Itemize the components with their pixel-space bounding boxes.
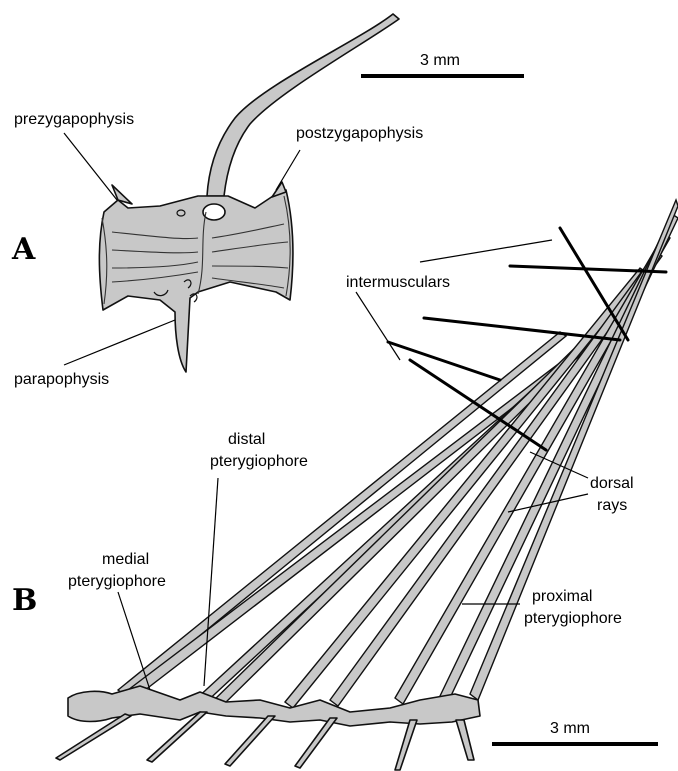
proximal-pterygiophore — [295, 718, 337, 768]
prezygapophysis-process — [112, 185, 132, 204]
leader-postzygapophysis — [276, 150, 300, 190]
label-distal-line2: pterygiophore — [210, 453, 308, 470]
label-dorsal-line2: rays — [597, 497, 627, 514]
pterygiophore-base — [68, 686, 480, 726]
leader-medial-pterygiophore — [118, 592, 150, 690]
panel-label-b: B — [12, 583, 37, 618]
label-parapophysis: parapophysis — [14, 371, 109, 388]
vertebral-foramen — [203, 204, 225, 220]
label-dorsal-line1: dorsal — [590, 475, 634, 492]
neural-spine — [207, 14, 399, 196]
proximal-pterygiophore — [395, 720, 417, 770]
label-medial-line2: pterygiophore — [68, 573, 166, 590]
label-postzygapophysis: postzygapophysis — [296, 125, 423, 142]
label-distal-line1: distal — [228, 431, 265, 448]
leader-distal-pterygiophore — [204, 478, 218, 686]
dorsal-ray — [128, 340, 594, 697]
leader-intermusculars — [356, 292, 400, 360]
leader-parapophysis — [64, 320, 175, 365]
label-proximal-line1: proximal — [532, 588, 592, 605]
vertebra-drawing — [99, 14, 399, 372]
leader-prezygapophysis — [64, 133, 117, 200]
leader-intermusculars — [420, 240, 552, 262]
proximal-pterygiophore — [225, 716, 275, 766]
label-prezygapophysis: prezygapophysis — [14, 111, 134, 128]
label-medial-line1: medial — [102, 551, 149, 568]
scale-bar-bottom-label: 3 mm — [550, 720, 590, 737]
proximal-pterygiophores — [56, 712, 474, 770]
label-intermusculars: intermusculars — [346, 274, 450, 291]
label-proximal-line2: pterygiophore — [524, 610, 622, 627]
panel-label-a: A — [11, 232, 36, 267]
proximal-pterygiophore — [456, 720, 474, 760]
intermuscular — [388, 342, 500, 380]
scale-bar-top-label: 3 mm — [420, 52, 460, 69]
